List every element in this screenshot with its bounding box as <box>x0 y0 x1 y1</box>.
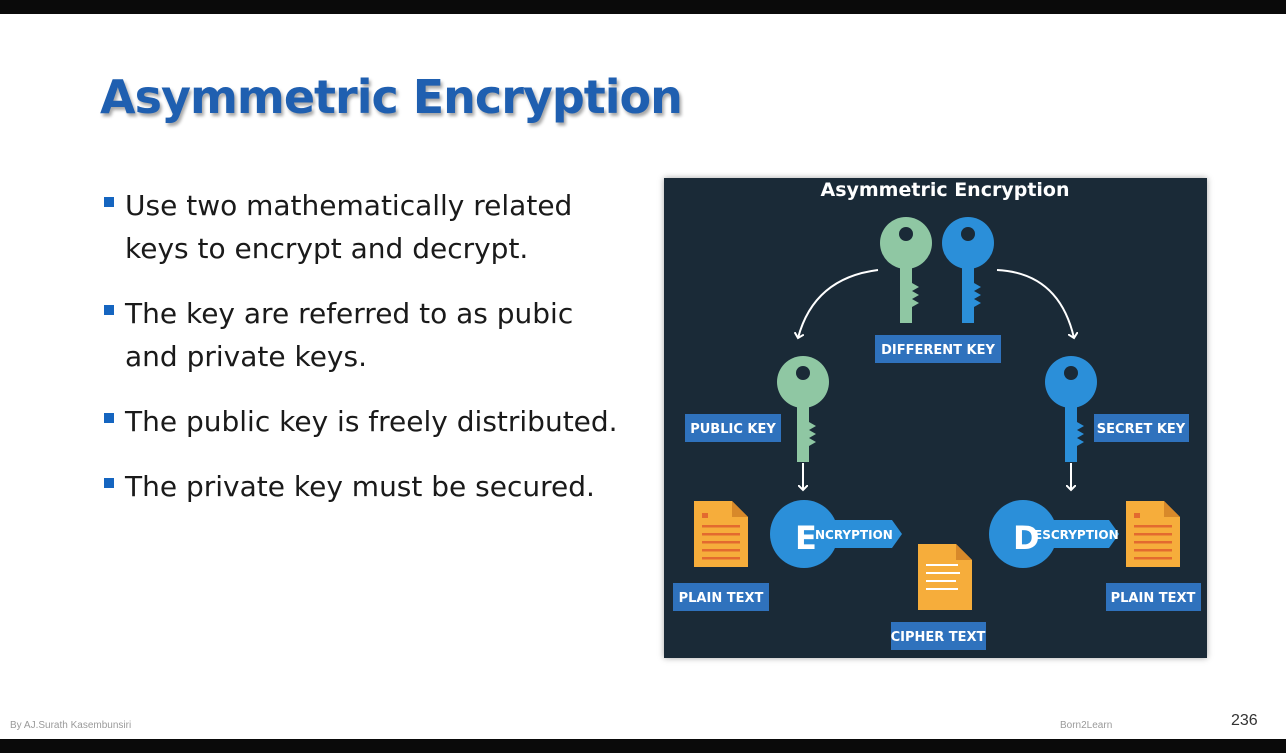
diagram-title: Asymmetric Encryption <box>820 179 1069 201</box>
decryption-initial: D <box>1013 519 1040 557</box>
bullet-item: The key are referred to as pubic and pri… <box>102 292 632 378</box>
bottom-black-bar <box>0 739 1286 753</box>
slide-title: Asymmetric Encryption <box>100 70 683 124</box>
decryption-label: ESCRYPTION <box>1034 528 1119 542</box>
green-key-icon <box>880 217 932 323</box>
encryption-label: NCRYPTION <box>815 528 893 542</box>
secret-key-icon <box>1045 356 1097 462</box>
blue-key-icon <box>942 217 994 323</box>
plain-text-document-icon <box>694 501 748 567</box>
secret-key-label-box <box>1094 414 1189 442</box>
cipher-text-document-icon <box>918 544 972 610</box>
bullet-list: Use two mathematically related keys to e… <box>102 184 632 530</box>
footer-author: By AJ.Surath Kasembunsiri <box>10 720 132 731</box>
plain-text-left-label-box <box>673 583 769 611</box>
public-key-label-box <box>685 414 781 442</box>
asymmetric-encryption-diagram: Asymmetric Encryption DIFFERENT KEY PUBL… <box>664 178 1207 658</box>
encryption-key-icon <box>770 500 902 568</box>
footer-brand: Born2Learn <box>1060 720 1113 731</box>
different-key-label-box <box>875 335 1001 363</box>
public-key-label: PUBLIC KEY <box>690 422 776 437</box>
plain-text-right-label: PLAIN TEXT <box>1111 591 1196 606</box>
curved-arrow-right-icon <box>996 269 1074 338</box>
curved-arrow-left-icon <box>798 269 879 338</box>
top-black-bar <box>0 0 1286 14</box>
plain-text-right-label-box <box>1106 583 1201 611</box>
decryption-key-icon <box>989 500 1119 568</box>
different-key-label: DIFFERENT KEY <box>881 343 995 358</box>
plain-text-document-icon <box>1126 501 1180 567</box>
bullet-item: The private key must be secured. <box>102 465 632 508</box>
plain-text-left-label: PLAIN TEXT <box>679 591 764 606</box>
secret-key-label: SECRET KEY <box>1097 422 1186 437</box>
bullet-item: The public key is freely distributed. <box>102 400 632 443</box>
encryption-initial: E <box>795 519 817 557</box>
cipher-text-label-box <box>891 622 986 650</box>
public-key-icon <box>777 356 829 462</box>
page-number: 236 <box>1231 712 1258 729</box>
bullet-item: Use two mathematically related keys to e… <box>102 184 632 270</box>
cipher-text-label: CIPHER TEXT <box>891 630 986 645</box>
